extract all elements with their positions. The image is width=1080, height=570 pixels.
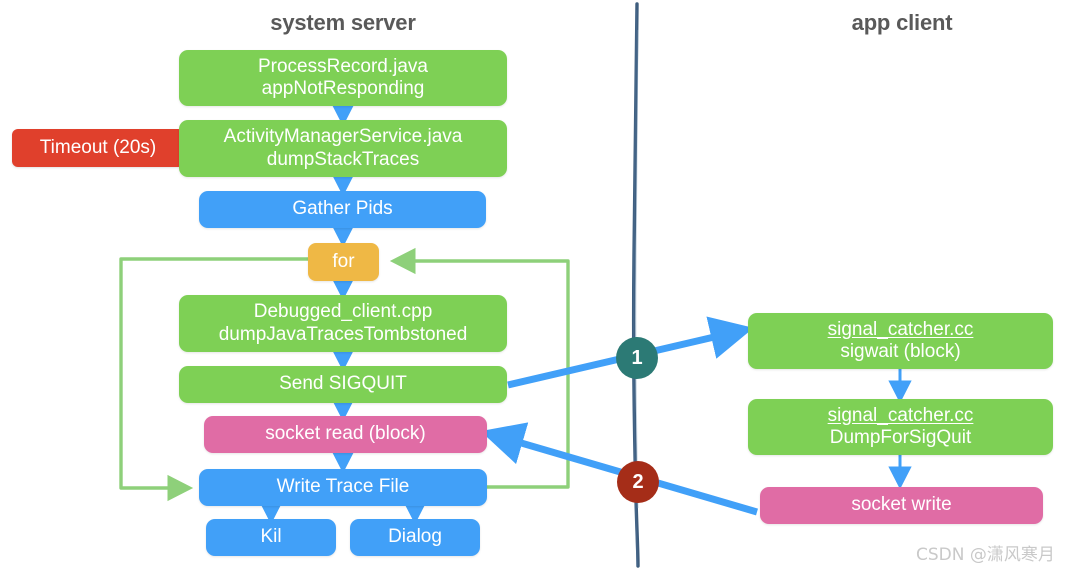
node-for-loop[interactable]: for	[308, 243, 379, 281]
marker-step-2: 2	[617, 461, 659, 503]
marker-step-2-label: 2	[632, 470, 644, 493]
marker-step-1: 1	[616, 337, 658, 379]
node-ams-line1: ActivityManagerService.java	[223, 126, 463, 148]
node-gather-pids-label: Gather Pids	[292, 198, 393, 220]
node-signal-catcher-dumpforsigquit[interactable]: signal_catcher.cc DumpForSigQuit	[748, 399, 1053, 455]
node-write-trace-file-label: Write Trace File	[276, 476, 410, 498]
node-dumpforsigquit-line2: DumpForSigQuit	[829, 427, 972, 448]
node-send-sigquit-label: Send SIGQUIT	[279, 373, 407, 395]
timeout-badge: Timeout (20s)	[12, 129, 184, 167]
column-title-app-client: app client	[851, 10, 953, 35]
node-activity-manager-service[interactable]: ActivityManagerService.java dumpStackTra…	[179, 120, 507, 177]
node-socket-write[interactable]: socket write	[760, 487, 1043, 524]
node-debuggerd-client[interactable]: Debugged_client.cpp dumpJavaTracesTombst…	[179, 295, 507, 352]
node-for-loop-label: for	[332, 250, 355, 272]
node-process-record[interactable]: ProcessRecord.java appNotResponding	[179, 50, 507, 106]
node-socket-read[interactable]: socket read (block)	[204, 416, 487, 453]
node-kill[interactable]: Kil	[206, 519, 336, 556]
node-socket-write-label: socket write	[851, 494, 952, 516]
node-process-record-line2: appNotResponding	[261, 78, 425, 99]
node-signal-catcher-sigwait[interactable]: signal_catcher.cc sigwait (block)	[748, 313, 1053, 369]
node-debuggerd-client-line2: dumpJavaTracesTombstoned	[218, 323, 468, 345]
node-process-record-line1: ProcessRecord.java	[257, 55, 429, 77]
timeout-badge-arrow-icon	[163, 137, 177, 159]
node-dialog-label: Dialog	[388, 526, 442, 548]
node-socket-read-label: socket read (block)	[265, 423, 426, 445]
node-sigwait-line1: signal_catcher.cc	[827, 318, 974, 340]
node-dialog[interactable]: Dialog	[350, 519, 480, 556]
node-sigwait-line2: sigwait (block)	[840, 341, 961, 362]
node-ams-line2: dumpStackTraces	[266, 148, 420, 170]
timeout-badge-label: Timeout (20s)	[39, 137, 157, 158]
watermark: CSDN @潇风寒月	[916, 545, 1055, 565]
node-dumpforsigquit-line1: signal_catcher.cc	[827, 404, 974, 426]
column-title-system-server: system server	[270, 10, 416, 35]
node-write-trace-file[interactable]: Write Trace File	[199, 469, 487, 506]
node-gather-pids[interactable]: Gather Pids	[199, 191, 486, 228]
marker-step-1-label: 1	[631, 346, 643, 369]
node-send-sigquit[interactable]: Send SIGQUIT	[179, 366, 507, 403]
node-kill-label: Kil	[260, 526, 282, 548]
node-debuggerd-client-line1: Debugged_client.cpp	[253, 301, 433, 323]
